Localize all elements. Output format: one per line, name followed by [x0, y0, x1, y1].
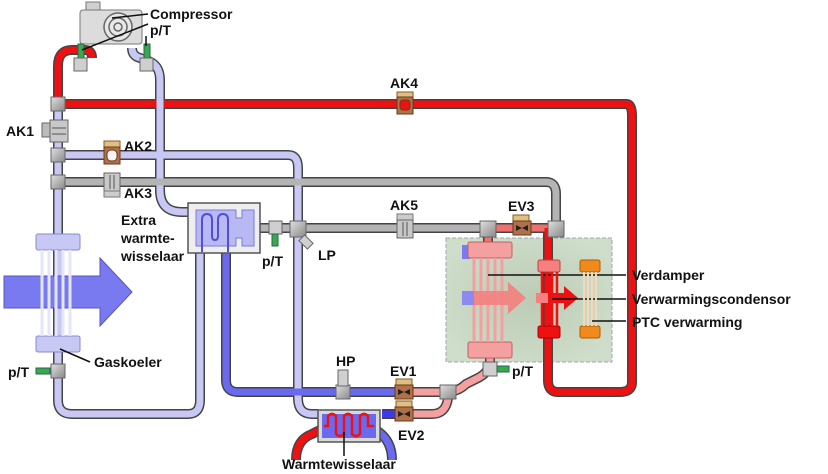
ptc-heater[interactable] — [579, 259, 601, 339]
label-ak5: AK5 — [390, 197, 418, 213]
valve-ev3[interactable] — [512, 214, 532, 236]
label-ak4: AK4 — [390, 75, 418, 91]
pt-sensor-suction — [139, 43, 154, 72]
valve-ak2[interactable] — [103, 140, 121, 165]
pipe-ak2 — [58, 151, 318, 418]
coolant-hot-in — [292, 426, 322, 461]
extra-heat-exchanger[interactable] — [187, 202, 261, 254]
hp-sensor — [337, 369, 349, 387]
label-ak3: AK3 — [124, 185, 152, 201]
valve-ev2[interactable] — [394, 400, 414, 422]
valve-ak5[interactable] — [396, 213, 414, 239]
label-compressor: Compressor — [150, 6, 233, 22]
label-pt-extra: p/T — [262, 253, 283, 269]
label-ak2: AK2 — [124, 138, 152, 154]
label-ev1: EV1 — [390, 363, 417, 379]
compressor[interactable] — [79, 1, 143, 45]
valve-ak3[interactable] — [103, 172, 121, 198]
label-pt-verdamper: p/T — [512, 363, 533, 379]
pt-sensor-verdamper — [482, 361, 510, 377]
label-warmtewisselaar: Warmtewisselaar — [282, 456, 396, 472]
label-extra-hx-2: warmte- — [120, 230, 175, 246]
pipe-hp — [222, 252, 400, 396]
label-lp: LP — [318, 247, 336, 263]
label-extra-hx-3: wisselaar — [120, 248, 185, 264]
label-pt-gaskoeler: p/T — [8, 364, 29, 380]
label-hp: HP — [336, 353, 355, 369]
label-verdamper: Verdamper — [632, 267, 705, 283]
label-ptc-verwarming: PTC verwarming — [632, 314, 742, 330]
label-ev2: EV2 — [398, 427, 425, 443]
valve-ak1[interactable] — [41, 119, 69, 143]
pt-sensor-gaskoeler — [35, 367, 51, 375]
label-extra-hx-1: Extra — [121, 212, 156, 228]
label-verwarmingscondensor: Verwarmingscondensor — [632, 291, 791, 307]
evaporator[interactable] — [462, 241, 526, 359]
label-compressor-pt: p/T — [150, 22, 171, 38]
label-ak1: AK1 — [6, 123, 34, 139]
pt-sensor-extra-hx — [268, 220, 283, 247]
valve-ak4[interactable] — [396, 91, 414, 115]
pipe-hot-discharge — [54, 46, 636, 396]
pipe-ak3 — [58, 178, 560, 228]
heating-condenser[interactable] — [536, 259, 578, 339]
label-gaskoeler: Gaskoeler — [94, 354, 162, 370]
pipe-gascooler-loop — [54, 104, 204, 418]
valve-ev1[interactable] — [394, 378, 414, 400]
gas-cooler[interactable] — [3, 233, 133, 353]
pt-sensor-discharge — [73, 43, 88, 72]
heat-exchanger[interactable] — [317, 409, 381, 443]
pipe-suction — [128, 47, 196, 216]
lp-sensor — [298, 234, 314, 250]
label-ev3: EV3 — [508, 198, 535, 214]
